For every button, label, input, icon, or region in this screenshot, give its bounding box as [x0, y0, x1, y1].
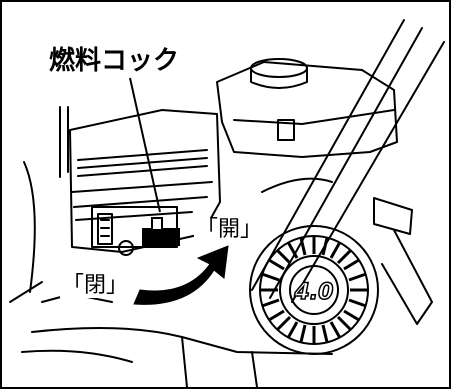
curved-arrow-icon — [133, 245, 229, 305]
starter-badge: 4.0 — [294, 280, 334, 305]
fuel-cock-label: 燃料コック — [46, 46, 183, 76]
fuel-lever-icon — [142, 217, 180, 246]
close-position-label: 「閉」 — [60, 273, 131, 298]
recoil-starter-icon — [249, 225, 379, 355]
leader-line — [129, 77, 161, 213]
open-position-label: 「開」 — [194, 217, 265, 242]
